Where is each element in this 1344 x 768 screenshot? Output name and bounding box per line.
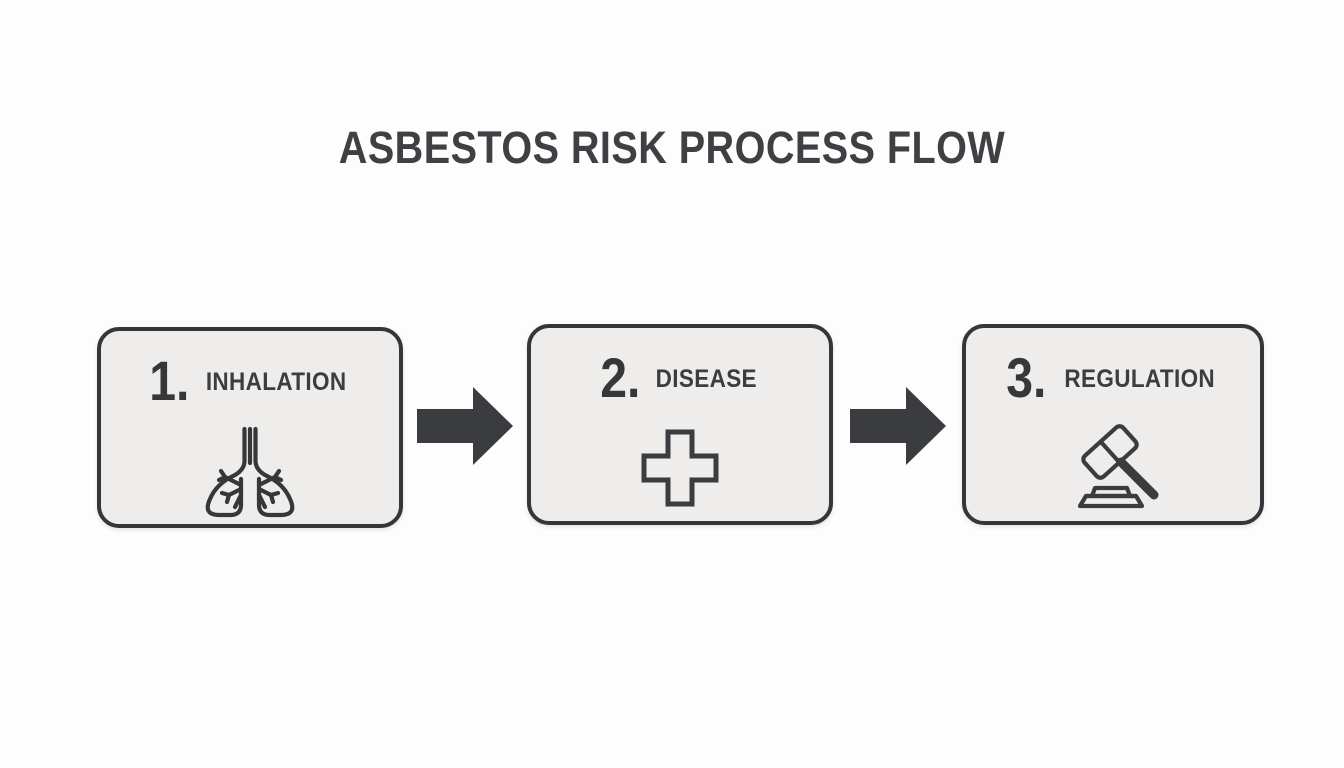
step-icon-wrap-2 — [531, 416, 829, 520]
gavel-icon — [1058, 420, 1168, 516]
process-step-card-3[interactable]: 3. REGULATION — [962, 324, 1264, 525]
step-header-2: 2. DISEASE — [531, 340, 829, 410]
connector-arrow-1 — [417, 387, 513, 465]
step-header-3: 3. REGULATION — [966, 340, 1260, 410]
lungs-icon — [191, 423, 309, 519]
arrow-right-icon — [417, 387, 513, 465]
step-label-2: DISEASE — [655, 365, 757, 393]
arrow-right-icon — [850, 387, 946, 465]
step-icon-wrap-1 — [101, 419, 399, 523]
page-title: ASBESTOS RISK PROCESS FLOW — [338, 122, 1006, 173]
step-number-1: 1. — [148, 349, 189, 412]
connector-arrow-2 — [850, 387, 946, 465]
step-icon-wrap-3 — [966, 416, 1260, 520]
process-step-card-2[interactable]: 2. DISEASE — [527, 324, 833, 525]
process-step-card-1[interactable]: 1. INHALATION — [97, 327, 403, 528]
medical-cross-icon — [640, 428, 720, 508]
step-number-3: 3. — [1006, 346, 1047, 409]
step-number-2: 2. — [600, 346, 641, 409]
step-label-3: REGULATION — [1064, 365, 1215, 393]
step-header-1: 1. INHALATION — [101, 343, 399, 413]
step-label-1: INHALATION — [206, 368, 347, 396]
